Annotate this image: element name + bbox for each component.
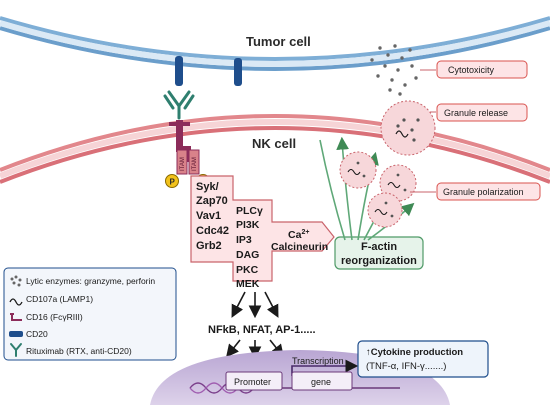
nk-cell-label: NK cell: [252, 136, 296, 151]
downstream-arrows: [231, 291, 279, 319]
nk-cell-membrane: [0, 114, 550, 184]
svg-text:Granule polarization: Granule polarization: [443, 187, 524, 197]
legend-cd20-icon: [9, 331, 23, 337]
signaling-cascade-box: [190, 175, 335, 282]
legend-cd20-label: CD20: [26, 329, 48, 339]
cd20-receptor: [175, 56, 183, 86]
mediator-dag: DAG: [236, 249, 259, 261]
calcineurin-label: Calcineurin: [271, 241, 328, 253]
mediator-plcg: PLCγ: [236, 205, 263, 217]
granule-polarization-callout: Granule polarization: [436, 182, 541, 201]
legend-rituximab-icon: [10, 343, 22, 357]
legend: Lytic enzymes: granzyme, perforin CD107a…: [3, 267, 177, 361]
legend-cd16-label: CD16 (FcγRIII): [26, 312, 83, 322]
promoter-box: Promoter: [225, 371, 283, 391]
phosphorylation-badge: P: [165, 174, 179, 188]
legend-rituximab-label: Rituximab (RTX, anti-CD20): [26, 346, 132, 356]
mediator-pkc: PKC: [236, 264, 259, 276]
tumor-cell-membrane: [0, 16, 550, 71]
legend-cd16-icon: [10, 313, 22, 321]
kinase-syk: Syk/: [196, 181, 219, 193]
kinase-grb2: Grb2: [196, 240, 222, 252]
gene-box: gene: [291, 371, 353, 391]
cd20-receptor: [234, 58, 242, 86]
calcium-label: Ca2+: [288, 229, 309, 241]
f-actin-box: [334, 236, 424, 270]
itam-motif: ITAM: [188, 149, 200, 175]
kinase-list: Syk/ Zap70 Vav1 Cdc42 Grb2: [196, 181, 229, 252]
granule-vesicle: [367, 192, 403, 228]
mediator-mek: MEK: [236, 278, 260, 290]
svg-text:(TNF-α, IFN-γ.......): (TNF-α, IFN-γ.......): [366, 361, 446, 372]
itam-motif: ITAM: [176, 149, 188, 175]
mediator-ip3: IP3: [236, 234, 252, 246]
mediator-list: PLCγ PI3K IP3 DAG PKC MEK: [236, 205, 263, 290]
svg-text:gene: gene: [311, 377, 331, 387]
kinase-vav1: Vav1: [196, 210, 221, 222]
transcription-label: Transcription: [292, 356, 344, 366]
svg-text:Promoter: Promoter: [234, 377, 271, 387]
tumor-cell-label: Tumor cell: [246, 34, 311, 49]
callout-lines: [410, 69, 436, 193]
svg-text:Granule release: Granule release: [444, 108, 508, 118]
transcription-factors-label: NFkB, NFAT, AP-1.....: [208, 324, 316, 336]
svg-text:ITAM: ITAM: [192, 157, 198, 171]
lytic-enzyme-particles: [370, 44, 418, 96]
f-actin-label: reorganization: [341, 255, 417, 267]
legend-cd107a-label: CD107a (LAMP1): [26, 294, 93, 304]
mediator-pi3k: PI3K: [236, 219, 260, 231]
svg-text:Cytotoxicity: Cytotoxicity: [448, 65, 495, 75]
svg-text:P: P: [170, 178, 176, 187]
cytotoxicity-callout: Cytotoxicity: [436, 60, 528, 79]
granule-release-vesicle: [380, 100, 436, 156]
svg-text:ITAM: ITAM: [180, 157, 186, 171]
legend-cd107a-icon: [9, 298, 23, 306]
legend-lytic-label: Lytic enzymes: granzyme, perforin: [26, 276, 155, 286]
kinase-zap70: Zap70: [196, 195, 228, 207]
f-actin-label: F-actin: [361, 241, 397, 253]
granule-release-callout: Granule release: [436, 103, 528, 122]
legend-lytic-icon: [10, 275, 22, 287]
rituximab-antibody: [163, 90, 195, 120]
granule-vesicle: [339, 151, 377, 189]
cytokine-production-box: ↑Cytokine production (TNF-α, IFN-γ......…: [357, 340, 489, 378]
kinase-cdc42: Cdc42: [196, 225, 229, 237]
svg-text:↑Cytokine production: ↑Cytokine production: [366, 347, 463, 358]
